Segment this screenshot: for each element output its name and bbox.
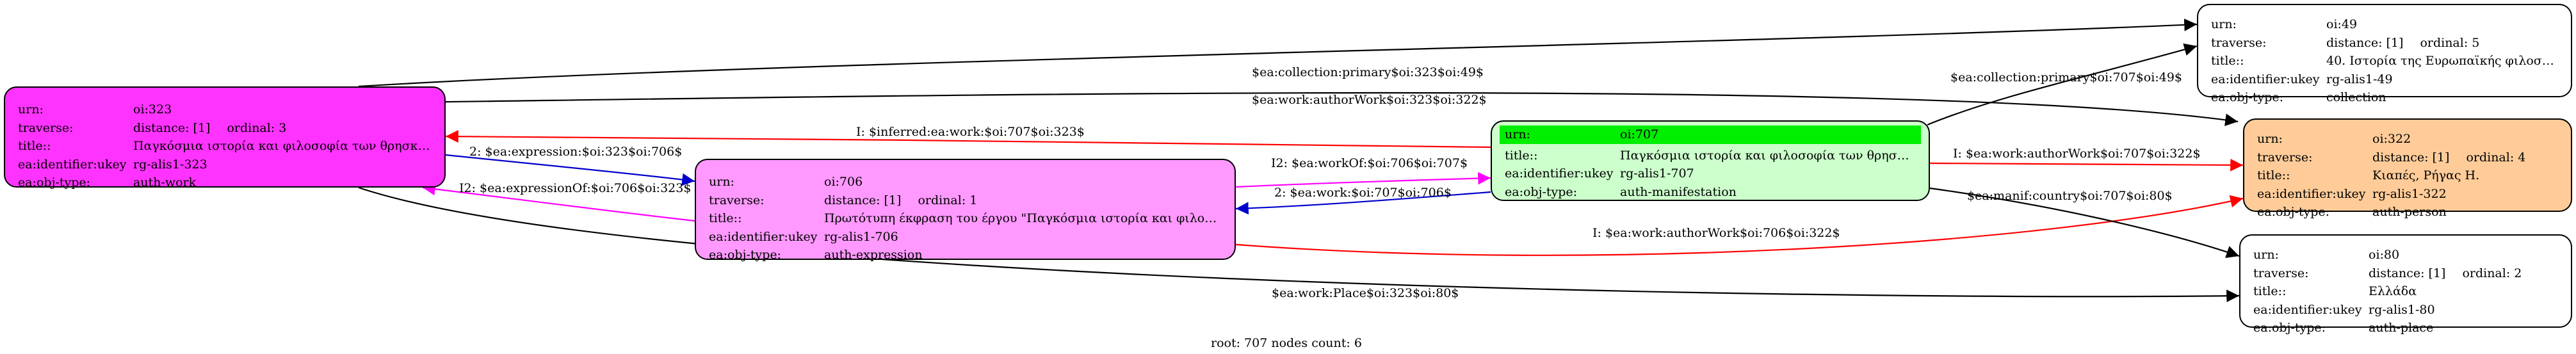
field-label-type: ea:obj-type:: [2257, 205, 2330, 220]
node-title: Παγκόσμια ιστορία και φιλοσοφία των θρησ…: [133, 139, 432, 154]
field-label-title: title::: [1505, 148, 1538, 163]
node-title: Κιαπές, Ρήγας Η.: [2372, 168, 2480, 183]
edge-label: $ea:work:authorWork$oi:323$oi:322$: [1252, 93, 1487, 107]
field-label-urn: urn:: [1505, 127, 1530, 141]
footer-status: root: 707 nodes count: 6: [1211, 336, 1362, 350]
node-type: auth-place: [2369, 321, 2434, 335]
node-identifier: rg-alis1-49: [2326, 72, 2393, 86]
field-label-identifier: ea:identifier:ukey: [2253, 302, 2362, 317]
edge-oi706-to-oi707: [1235, 172, 1491, 188]
edge-label: I: $ea:work:authorWork$oi:706$oi:322$: [1592, 226, 1840, 240]
edge-oi707-to-oi706: [1235, 191, 1491, 215]
node-title: Παγκόσμια ιστορία και φιλοσοφία των θρησ…: [1620, 148, 1916, 163]
node-identifier: rg-alis1-80: [2369, 302, 2435, 317]
field-label-type: ea:obj-type:: [2211, 90, 2284, 105]
edge-label: $ea:collection:primary$oi:707$oi:49$: [1950, 70, 2182, 84]
node-urn: oi:49: [2326, 17, 2358, 31]
node-urn: oi:706: [824, 175, 863, 189]
edge-oi323-to-oi80: [358, 186, 2240, 303]
node-title: Ελλάδα: [2369, 284, 2417, 299]
edge-label: 2: $ea:work:$oi:707$oi:706$: [1274, 186, 1452, 200]
edge-oi323-to-oi49: [358, 18, 2198, 88]
edge-oi706-to-oi322: [1235, 195, 2244, 256]
node-title: Πρωτότυπη έκφραση του έργου "Παγκόσμια ι…: [824, 211, 1222, 226]
field-label-traverse: traverse:: [18, 120, 74, 135]
node-oi707-root[interactable]: urn: oi:707 title::Παγκόσμια ιστορία και …: [1491, 120, 1930, 201]
node-distance: distance: [1]: [2369, 266, 2446, 280]
field-label-title: title::: [18, 139, 51, 154]
edge-label: $ea:manif:country$oi:707$oi:80$: [1967, 189, 2173, 203]
field-label-urn: urn:: [2211, 17, 2237, 31]
edge-oi707-to-oi80: [1929, 187, 2240, 258]
field-label-title: title::: [2253, 284, 2287, 299]
node-type: auth-expression: [824, 248, 923, 262]
field-label-identifier: ea:identifier:ukey: [709, 229, 818, 244]
node-ordinal: ordinal: 1: [918, 193, 978, 207]
node-type: collection: [2326, 90, 2386, 105]
root-highlight-row: urn: oi:707: [1500, 125, 1921, 144]
edge-oi323-to-oi706: [445, 154, 695, 186]
field-label-title: title::: [2257, 168, 2290, 183]
field-label-identifier: ea:identifier:ukey: [18, 157, 127, 172]
field-label-traverse: traverse:: [2253, 266, 2309, 280]
node-urn: oi:322: [2372, 132, 2411, 146]
edge-label: $ea:work:Place$oi:323$oi:80$: [1272, 286, 1459, 300]
node-identifier: rg-alis1-323: [133, 157, 207, 172]
edge-oi707-to-oi323: [445, 130, 1491, 149]
node-oi80[interactable]: urn: oi:80 traverse: distance: [1] ordinal:…: [2239, 234, 2572, 335]
field-label-identifier: ea:identifier:ukey: [1505, 166, 1614, 181]
node-distance: distance: [1]: [2372, 150, 2450, 165]
node-type: auth-work: [133, 175, 197, 190]
node-urn: oi:707: [1620, 127, 1659, 141]
node-ordinal: ordinal: 5: [2420, 35, 2480, 50]
edge-label: $ea:collection:primary$oi:323$oi:49$: [1252, 65, 1484, 79]
field-label-urn: urn:: [2257, 132, 2283, 146]
edge-label: I2: $ea:expressionOf:$oi:706$oi:323$: [459, 181, 692, 195]
field-label-title: title::: [2211, 54, 2244, 68]
node-type: auth-person: [2372, 205, 2447, 220]
node-distance: distance: [1]: [133, 120, 211, 135]
field-label-traverse: traverse:: [709, 193, 765, 207]
field-label-title: title::: [709, 211, 742, 226]
node-title: 40. Ιστορία της Ευρωπαϊκής φιλοσοφίας: [2326, 54, 2558, 68]
field-label-urn: urn:: [2253, 248, 2279, 262]
field-label-type: ea:obj-type:: [1505, 184, 1578, 199]
node-identifier: rg-alis1-706: [824, 229, 898, 244]
edge-oi323-to-oi322: [403, 92, 2239, 127]
field-label-urn: urn:: [18, 102, 44, 117]
edge-label: 2: $ea:expression:$oi:323$oi:706$: [469, 145, 683, 159]
node-type: auth-manifestation: [1620, 184, 1737, 199]
field-label-identifier: ea:identifier:ukey: [2211, 72, 2320, 86]
edge-label: I: $ea:work:authorWork$oi:707$oi:322$: [1953, 147, 2201, 161]
node-oi323[interactable]: urn: oi:323 traverse: distance: [1] ordinal…: [4, 86, 446, 189]
node-ordinal: ordinal: 3: [227, 120, 287, 135]
edge-oi707-to-oi322: [1929, 158, 2244, 172]
field-label-identifier: ea:identifier:ukey: [2257, 186, 2366, 201]
node-urn: oi:80: [2369, 248, 2400, 262]
edge-oi707-to-oi49: [1927, 43, 2198, 126]
field-label-type: ea:obj-type:: [2253, 321, 2326, 335]
node-distance: distance: [1]: [2326, 35, 2404, 50]
edge-oi706-to-oi323: [422, 182, 695, 222]
node-oi49[interactable]: urn: oi:49 traverse: distance: [1] ordinal:…: [2197, 4, 2572, 104]
field-label-traverse: traverse:: [2257, 150, 2313, 165]
edge-label: I: $inferred:ea:work:$oi:707$oi:323$: [856, 125, 1085, 139]
node-oi706[interactable]: urn: oi:706 traverse: distance: [1] ordinal…: [695, 159, 1236, 262]
node-distance: distance: [1]: [824, 193, 902, 207]
field-label-urn: urn:: [709, 175, 734, 189]
node-identifier: rg-alis1-707: [1620, 166, 1694, 181]
field-label-type: ea:obj-type:: [709, 248, 782, 262]
node-identifier: rg-alis1-322: [2372, 186, 2447, 201]
node-oi322[interactable]: urn: oi:322 traverse: distance: [1] ordinal…: [2243, 118, 2572, 219]
field-label-traverse: traverse:: [2211, 35, 2267, 50]
field-label-type: ea:obj-type:: [18, 175, 91, 190]
node-ordinal: ordinal: 2: [2462, 266, 2522, 280]
node-urn: oi:323: [133, 102, 172, 117]
node-ordinal: ordinal: 4: [2466, 150, 2526, 165]
edge-label: I2: $ea:workOf:$oi:706$oi:707$: [1271, 156, 1468, 170]
